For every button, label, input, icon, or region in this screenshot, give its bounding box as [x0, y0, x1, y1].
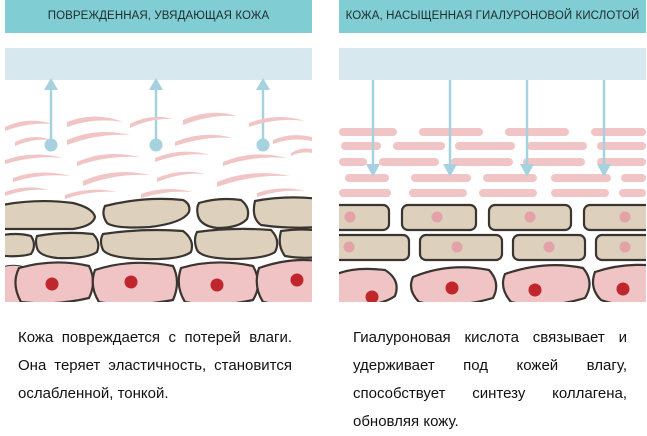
damaged-skin-panel: ПОВРЕЖДЕННАЯ, УВЯДАЮЩАЯ КОЖА — [5, 0, 312, 302]
cell-nucleus — [290, 273, 304, 287]
collagen-fibers — [339, 128, 646, 197]
dermis-layer — [5, 258, 312, 302]
cell-nucleus — [124, 275, 138, 289]
broken-collagen-fibers — [5, 112, 312, 199]
damaged-skin-diagram — [5, 0, 312, 302]
arrow-down — [366, 80, 380, 177]
cell-nucleus — [45, 277, 59, 291]
irregular-cells-row-2 — [5, 227, 312, 261]
damaged-skin-caption: Кожа повреждается с потерей влаги. Она т… — [18, 329, 292, 402]
panel-header-bar — [5, 0, 312, 33]
cell-nucleus — [445, 281, 459, 295]
cell-nucleus — [528, 283, 542, 297]
regular-cells-row-2 — [339, 233, 646, 262]
moisture-band — [5, 48, 312, 80]
arrow-down — [597, 80, 611, 177]
arrow-up — [44, 78, 58, 152]
arrow-down — [520, 80, 534, 177]
panel-header-bar — [339, 0, 646, 33]
irregular-cells-row-1 — [5, 196, 312, 231]
regular-cells-row-1 — [339, 203, 646, 232]
dermis-layer — [339, 263, 646, 302]
arrow-down — [443, 80, 457, 177]
arrow-up — [149, 78, 163, 152]
cell-nucleus — [616, 282, 630, 296]
arrow-up — [256, 78, 270, 152]
hydrated-skin-panel: КОЖА, НАСЫЩЕННАЯ ГИАЛУРОНОВОЙ КИСЛОТОЙ — [339, 0, 646, 302]
panel-title: КОЖА, НАСЫЩЕННАЯ ГИАЛУРОНОВОЙ КИСЛОТОЙ — [345, 10, 640, 22]
moisture-absorb-arrows — [366, 80, 611, 177]
moisture-band — [339, 48, 646, 80]
hydrated-skin-caption: Гиалуроновая кислота связывает и удержив… — [353, 329, 627, 430]
cell-nucleus — [210, 278, 224, 292]
hydrated-skin-diagram — [339, 0, 646, 302]
cell-nucleus — [365, 290, 379, 302]
moisture-escape-arrows — [44, 78, 270, 152]
panel-title: ПОВРЕЖДЕННАЯ, УВЯДАЮЩАЯ КОЖА — [47, 10, 270, 22]
